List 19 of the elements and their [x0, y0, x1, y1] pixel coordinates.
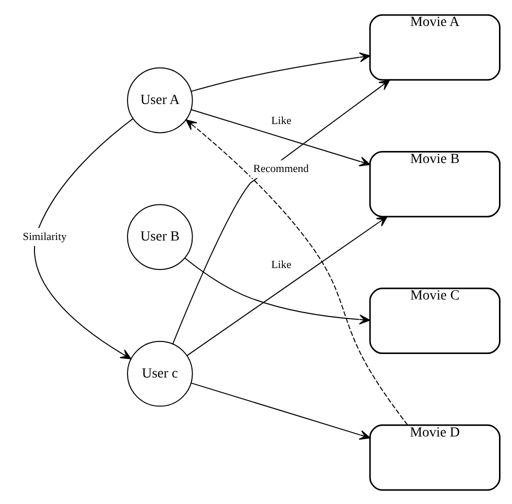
arrow — [186, 216, 388, 356]
arrow — [172, 79, 390, 344]
node-box: Movie C — [369, 287, 500, 354]
node-box: Movie D — [369, 424, 500, 490]
arrow — [184, 257, 370, 324]
node-circle: User c — [127, 340, 193, 406]
arrow — [186, 118, 408, 425]
edge-label: Like — [271, 258, 292, 270]
node-circle: User B — [127, 204, 193, 270]
arrow — [190, 52, 370, 92]
node-box: Movie A — [369, 14, 500, 80]
arrow — [34, 118, 134, 359]
node-circle: User A — [127, 66, 193, 133]
edge-label: Similarity — [22, 230, 67, 242]
node-box: Movie B — [369, 150, 500, 217]
edge-label: Like — [271, 114, 292, 127]
arrow — [190, 108, 370, 166]
edge-label: Recommend — [253, 162, 309, 174]
arrow — [190, 382, 370, 440]
